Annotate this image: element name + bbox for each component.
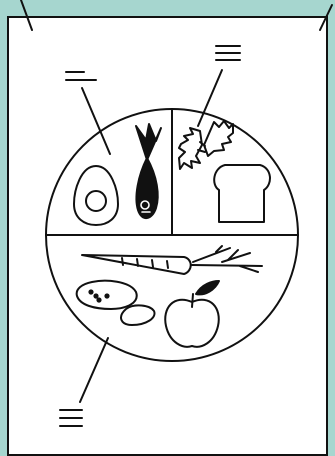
apple-icon	[165, 281, 219, 347]
label-produce	[60, 338, 108, 426]
divided-plate-icon	[46, 109, 298, 361]
carrot-icon	[82, 246, 262, 274]
hanging-strings	[21, 0, 332, 30]
bowtie-pasta-icon	[179, 121, 233, 169]
bread-slice-icon	[214, 165, 270, 222]
small-potato-icon	[121, 305, 154, 325]
boiled-egg-icon	[74, 166, 118, 225]
fish-icon	[136, 124, 161, 218]
potato-icon	[77, 281, 137, 309]
